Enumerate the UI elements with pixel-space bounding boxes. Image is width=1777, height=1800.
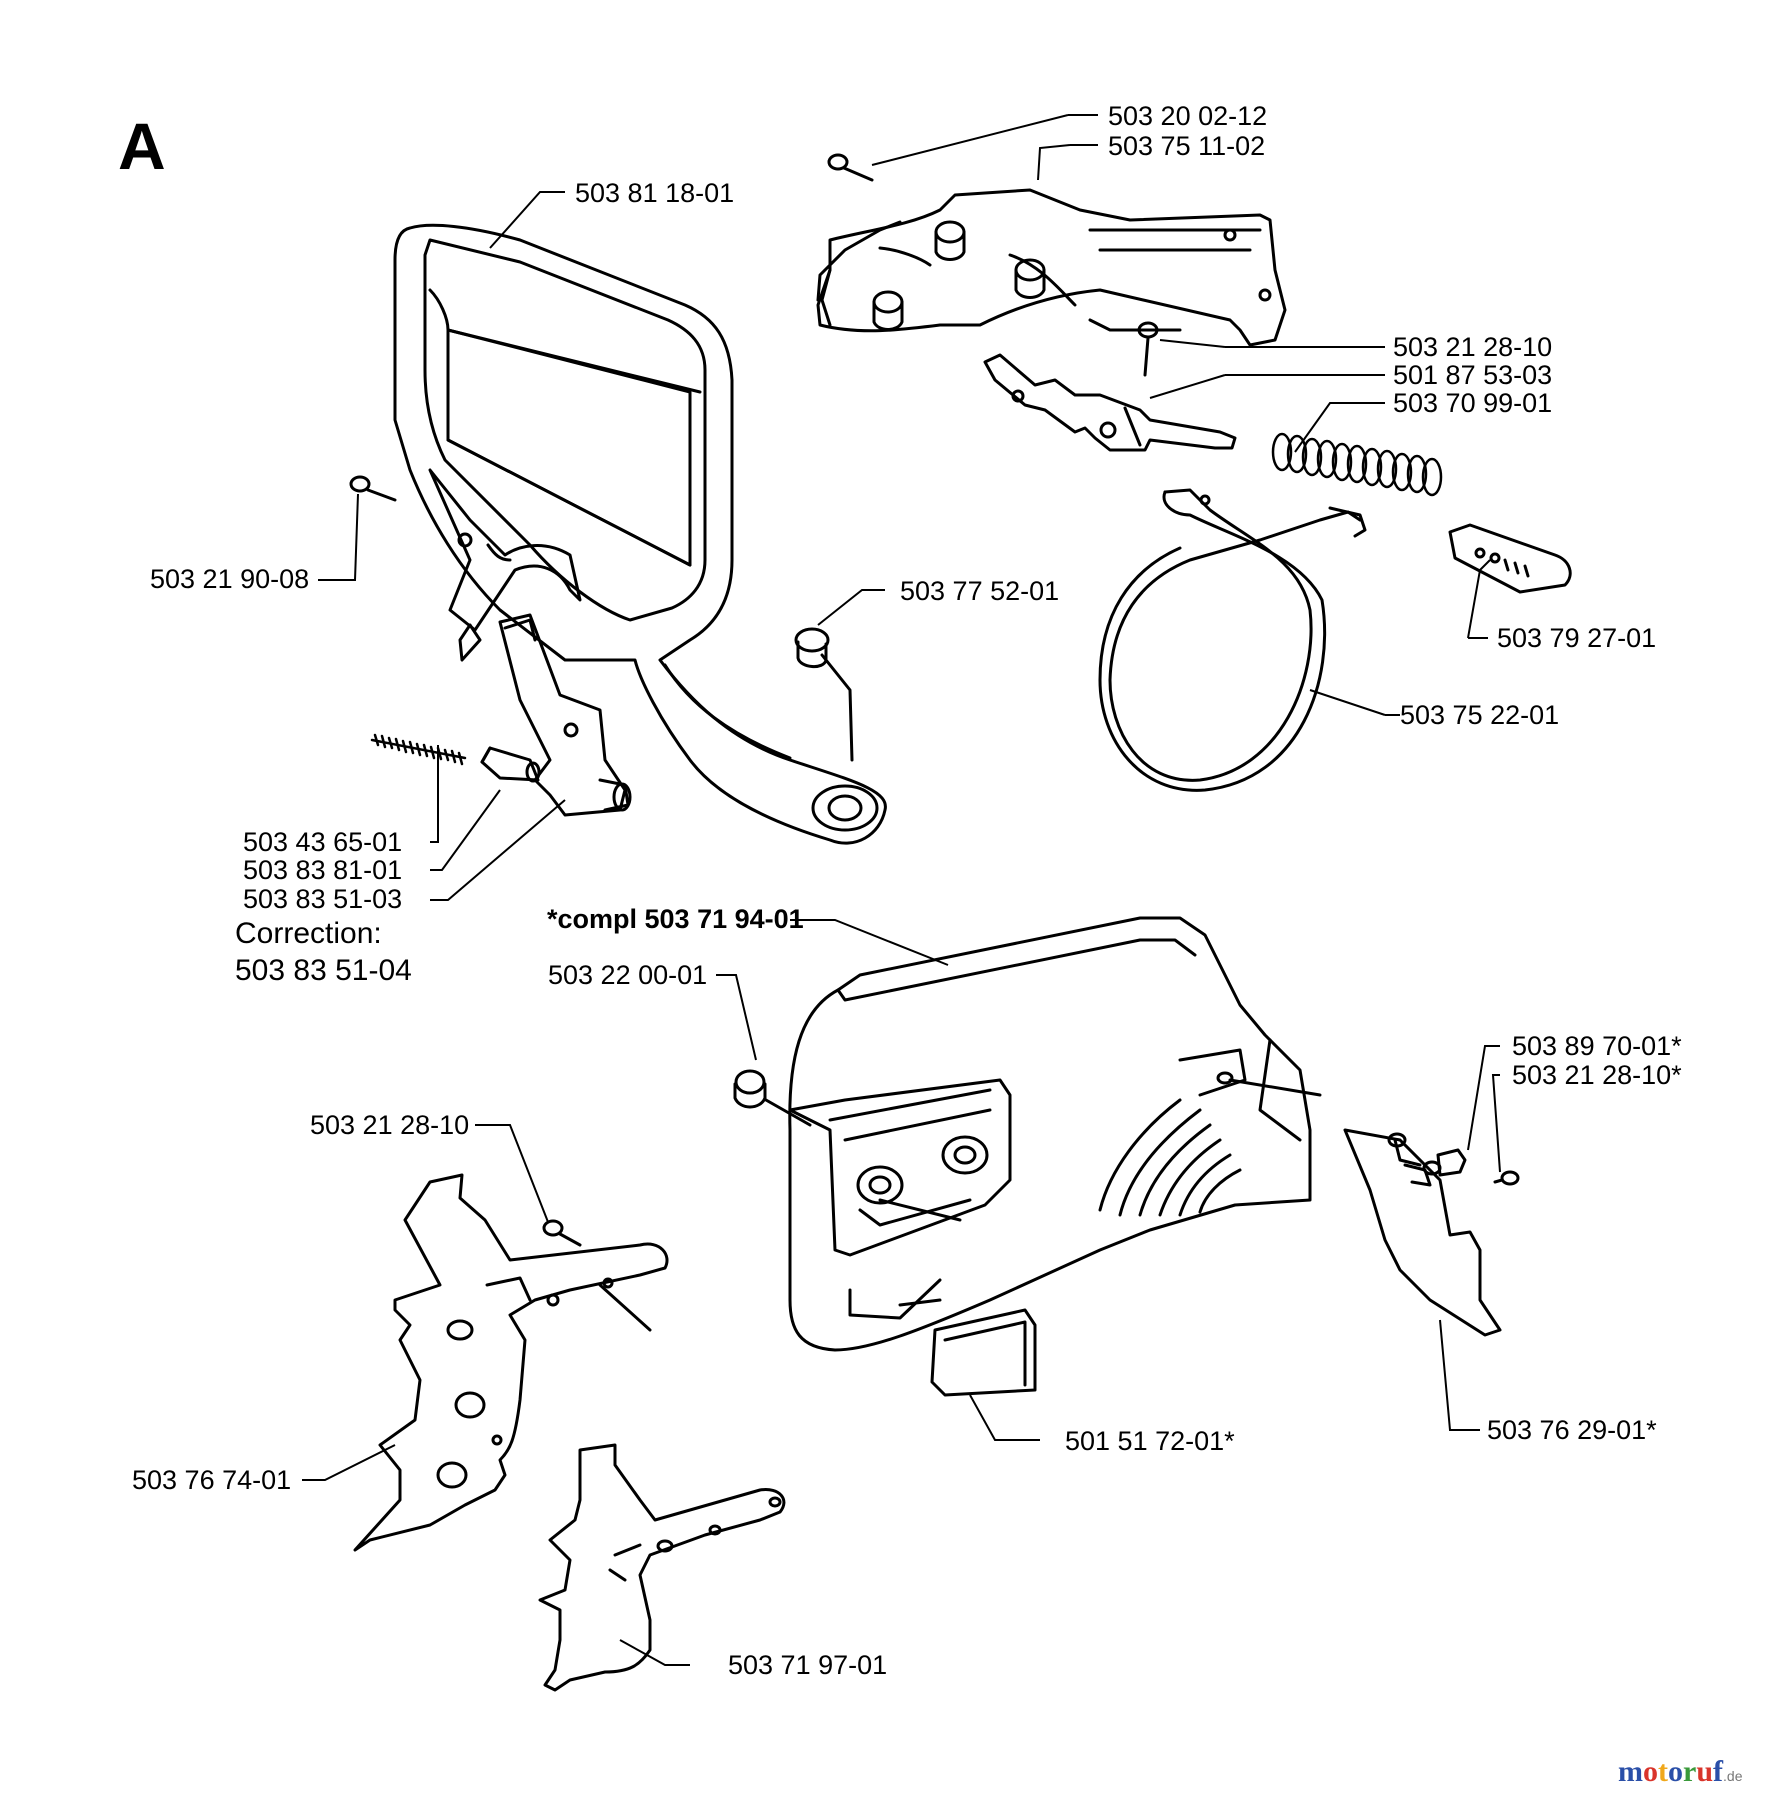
watermark-letter: m bbox=[1618, 1755, 1643, 1788]
spring-large-drawing bbox=[1271, 432, 1443, 497]
label-503-79-27-01: 503 79 27-01 bbox=[1497, 623, 1657, 653]
section-letter: A bbox=[118, 109, 166, 183]
watermark-letter: f bbox=[1713, 1755, 1724, 1788]
label-503-89-70-01: 503 89 70-01* bbox=[1512, 1031, 1682, 1061]
brake-lever-drawing bbox=[498, 613, 632, 817]
label-503-70-99-01: 503 70 99-01 bbox=[1393, 388, 1553, 418]
brake-band-drawing bbox=[1098, 488, 1367, 792]
correction-title: Correction: bbox=[235, 917, 382, 950]
label-501-87-53-03: 501 87 53-03 bbox=[1393, 360, 1553, 390]
top-plate-drawing bbox=[816, 153, 1287, 347]
watermark-logo: motoruf.de bbox=[1618, 1757, 1742, 1787]
right-plate-drawing bbox=[1343, 1128, 1520, 1337]
watermark-letter: o bbox=[1668, 1755, 1683, 1788]
label-503-21-28-10-right: 503 21 28-10* bbox=[1512, 1060, 1682, 1090]
leader-lines bbox=[302, 114, 1501, 1666]
label-503-81-18-01: 503 81 18-01 bbox=[575, 178, 735, 208]
small-plate-drawing bbox=[1448, 523, 1572, 594]
label-503-21-90-08: 503 21 90-08 bbox=[150, 564, 310, 594]
spike-large-drawing bbox=[353, 1173, 669, 1552]
label-503-20-02-12: 503 20 02-12 bbox=[1108, 101, 1268, 131]
watermark-letter: r bbox=[1683, 1755, 1697, 1788]
label-503-75-11-02: 503 75 11-02 bbox=[1108, 131, 1266, 161]
hand-guard-drawing bbox=[349, 223, 887, 845]
correction-value: 503 83 51-04 bbox=[235, 954, 412, 987]
label-503-22-00-01: 503 22 00-01 bbox=[548, 960, 708, 990]
brake-arm-drawing bbox=[983, 321, 1237, 452]
watermark-letter: u bbox=[1696, 1755, 1714, 1788]
label-503-21-28-10-left: 503 21 28-10 bbox=[310, 1110, 470, 1140]
watermark-letter: o bbox=[1643, 1755, 1658, 1788]
label-503-43-65-01: 503 43 65-01 bbox=[243, 827, 403, 857]
label-501-51-72-01: 501 51 72-01* bbox=[1065, 1426, 1235, 1456]
spike-small-drawing bbox=[538, 1443, 786, 1692]
label-503-71-97-01: 503 71 97-01 bbox=[728, 1650, 888, 1680]
label-503-21-28-10-top: 503 21 28-10 bbox=[1393, 332, 1553, 362]
label-503-77-52-01: 503 77 52-01 bbox=[900, 576, 1060, 606]
label-503-75-22-01: 503 75 22-01 bbox=[1400, 700, 1560, 730]
label-503-83-51-03: 503 83 51-03 bbox=[243, 884, 403, 914]
label-503-76-74-01: 503 76 74-01 bbox=[132, 1465, 292, 1495]
buffer-block-drawing bbox=[480, 746, 541, 783]
watermark-suffix: .de bbox=[1723, 1768, 1743, 1784]
clutch-cover-drawing bbox=[733, 916, 1322, 1397]
label-503-83-81-01: 503 83 81-01 bbox=[243, 855, 403, 885]
watermark-letter: t bbox=[1658, 1755, 1668, 1788]
guard-nut-drawing bbox=[794, 627, 854, 762]
spring-small-drawing bbox=[370, 733, 467, 766]
label-compl-503-71-94-01: *compl 503 71 94-01 bbox=[547, 904, 804, 934]
label-503-76-29-01: 503 76 29-01* bbox=[1487, 1415, 1657, 1445]
